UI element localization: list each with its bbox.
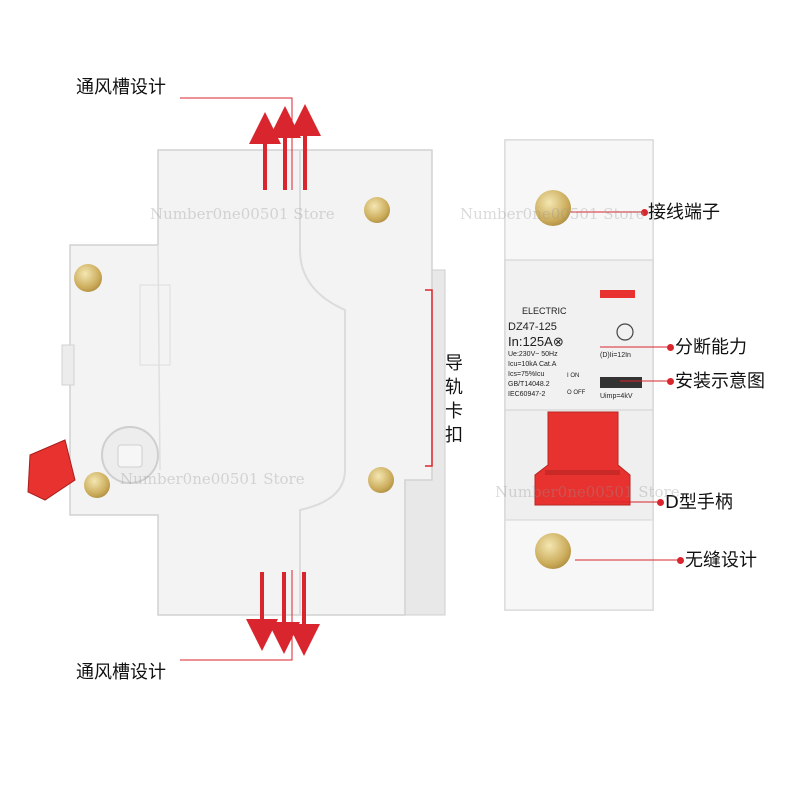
switch-mark-on: I ON [567, 373, 580, 379]
watermark-3: Number0ne00501 Store [460, 205, 645, 223]
handle-dot [657, 499, 664, 506]
capacity-dot [667, 344, 674, 351]
impulse-voltage: Uimp=4kV [600, 393, 633, 400]
spec-line-1: Ue:230V~ 50Hz [508, 351, 558, 358]
seamless-dot [677, 557, 684, 564]
switch-mark-off: O OFF [567, 390, 586, 396]
front-screw-bottom [535, 533, 571, 569]
terminal-label: 接线端子 [648, 202, 720, 223]
rail-clip-char-3: 卡 [445, 401, 463, 422]
vent-bottom-label: 通风槽设计 [76, 662, 166, 683]
spec-line-4: GB/T14048.2 [508, 381, 550, 388]
watermark-2: Number0ne00501 Store [495, 483, 680, 501]
spec-line-5: IEC60947-2 [508, 391, 546, 398]
side-screw-bottom-left [84, 472, 110, 498]
side-screw-bottom-right [368, 467, 394, 493]
side-screw-top-left [74, 264, 102, 292]
seamless-label: 无缝设计 [685, 550, 757, 571]
trip-curve: (D)Ii=12In [600, 352, 631, 359]
spec-line-2: Icu=10kA Cat.A [508, 361, 557, 368]
rail-clip-char-1: 导 [445, 353, 463, 374]
install-dot [667, 378, 674, 385]
rating-text: In:125A [508, 334, 553, 349]
breaker-model: DZ47-125 [508, 321, 557, 333]
breaking-capacity-label: 分断能力 [675, 337, 747, 358]
side-screw-top-right [364, 197, 390, 223]
rail-clip-char-2: 轨 [445, 377, 463, 398]
rail-clip-char-4: 扣 [445, 425, 463, 446]
rating-mark: ⊗ [552, 334, 564, 349]
watermark-4: Number0ne00501 Store [150, 205, 335, 223]
terminal-dot [641, 209, 648, 216]
breaker-brand: ELECTRIC [522, 306, 567, 316]
vent-top-label: 通风槽设计 [76, 77, 166, 98]
watermark-1: Number0ne00501 Store [120, 470, 305, 488]
breaker-rating: In:125A⊗ [508, 334, 564, 350]
front-screw-top [535, 190, 571, 226]
spec-line-3: Ics=75%Icu [508, 371, 545, 378]
install-diagram-label: 安装示意图 [675, 371, 765, 392]
d-handle-label: D型手柄 [665, 492, 733, 513]
